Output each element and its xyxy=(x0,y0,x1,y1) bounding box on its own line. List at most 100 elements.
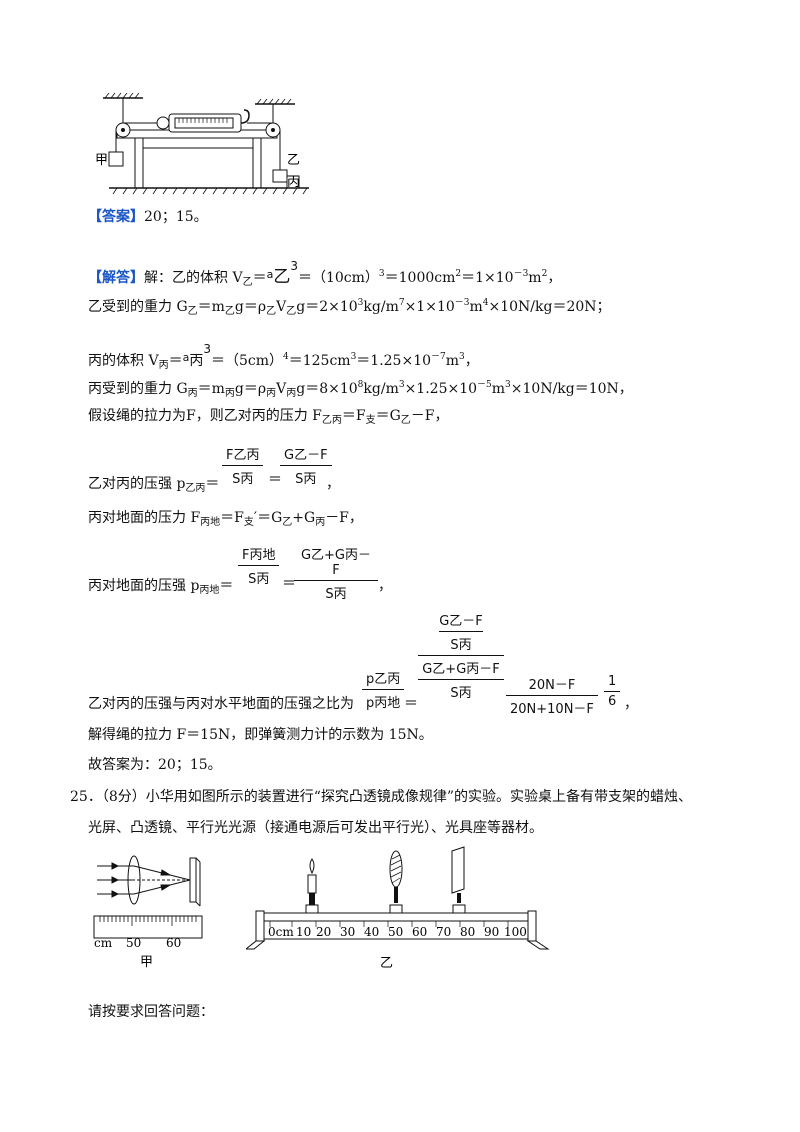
text: ＝125cm xyxy=(288,353,351,369)
tick-label: 90 xyxy=(484,925,499,939)
fraction-bar xyxy=(222,465,264,466)
text: －F， xyxy=(410,408,449,424)
label-bing: 丙 xyxy=(287,175,300,190)
text: kg/m xyxy=(363,299,399,315)
equals: ＝ xyxy=(282,576,296,592)
text: g＝8×10 xyxy=(296,381,358,397)
subscript: 乙 xyxy=(242,277,253,288)
analysis-line-5: 假设绳的拉力为F，则乙对丙的压力 F乙丙＝F支＝G乙－F， xyxy=(88,406,449,431)
symbol-bing: 丙 xyxy=(189,353,204,369)
numerator: G乙－F xyxy=(439,614,483,629)
answer-tag: 【答案】 xyxy=(88,209,144,225)
subscript: 丙地 xyxy=(199,585,220,596)
superscript: 8 xyxy=(357,380,364,390)
analysis-line-3: 丙的体积 V丙＝a丙3＝（5cm）4＝125cm3＝1.25×10－7m3， xyxy=(88,339,479,376)
fraction-bar xyxy=(238,565,280,566)
superscript: 7 xyxy=(398,298,405,308)
numerator: G乙+G丙－F xyxy=(300,548,372,578)
numerator: F乙丙 xyxy=(226,448,260,463)
text: ＝m xyxy=(197,381,225,397)
symbol-a: a xyxy=(266,268,274,281)
text: ′＝G xyxy=(253,510,283,526)
denominator: p丙地 xyxy=(366,696,401,711)
superscript: 3 xyxy=(350,352,357,362)
numerator: 1 xyxy=(608,674,617,689)
answer-text: 20；15。 xyxy=(144,209,208,225)
caption-yi: 乙 xyxy=(380,956,393,971)
text: ×10N/kg＝10N， xyxy=(510,381,633,397)
numerator: 20N－F xyxy=(528,678,576,693)
numerator: p乙丙 xyxy=(366,672,401,687)
analysis-line-2: 乙受到的重力 G乙＝m乙g＝ρ乙V乙g＝2×103kg/m7×1×10－3m4×… xyxy=(88,293,611,322)
denominator: S丙 xyxy=(325,587,347,602)
text: 丙的体积 V xyxy=(88,353,159,369)
subscript: 丙 xyxy=(315,517,326,528)
answer-line: 【答案】20；15。 xyxy=(88,207,208,227)
question-25-line-1: 25．（8分）小华用如图所示的装置进行“探究凸透镜成像规律”的实验。实验桌上备有… xyxy=(70,789,693,805)
text: 乙对丙的压强 p xyxy=(88,476,186,492)
fraction-bar xyxy=(439,631,483,632)
text: g＝ρ xyxy=(234,381,267,397)
text: ＝（5cm） xyxy=(210,353,283,369)
text: ＝ xyxy=(252,270,267,286)
figure-pulley-setup: 甲 乙 丙 xyxy=(95,92,309,195)
text: 假设绳的拉力为F，则乙对丙的压力 F xyxy=(88,408,322,424)
text: ＝（10cm） xyxy=(297,270,379,286)
superscript: 2 xyxy=(455,269,462,279)
subscript: 丙 xyxy=(187,388,198,399)
text: m xyxy=(445,353,460,369)
label-jia: 甲 xyxy=(95,153,108,168)
text: m xyxy=(528,270,542,286)
fraction-f4: G乙+G丙－F S丙 xyxy=(294,544,378,602)
tick-label: 60 xyxy=(412,925,427,939)
analysis-line-9: 乙对丙的压强与丙对水平地面的压强之比为 xyxy=(88,694,354,714)
fraction-bar xyxy=(418,679,504,680)
tick-label: 40 xyxy=(364,925,379,939)
tick-label: 20 xyxy=(316,925,331,939)
numerator: G乙－F xyxy=(284,448,328,463)
subscript: 丙 xyxy=(224,388,235,399)
subscript: 丙地 xyxy=(200,517,221,528)
fraction-bar xyxy=(280,465,332,466)
fraction-f5: p乙丙 p丙地 xyxy=(362,668,405,711)
analysis-line-11: 故答案为：20；15。 xyxy=(88,757,222,773)
superscript: 3 xyxy=(357,298,364,308)
denominator: 6 xyxy=(608,694,617,709)
subscript: 丙 xyxy=(266,388,277,399)
text: V xyxy=(276,299,287,315)
text: ， xyxy=(547,270,562,286)
superscript: －7 xyxy=(431,352,446,362)
fraction-bar xyxy=(506,695,598,696)
fraction-bar-main xyxy=(418,655,504,656)
subscript: 乙丙 xyxy=(185,483,206,494)
symbol-z: 乙 xyxy=(273,267,291,287)
text: －F， xyxy=(325,510,363,526)
figure-lens-focus: cm 50 60 甲 xyxy=(93,855,203,970)
tick-label: cm xyxy=(94,936,113,950)
equals: ＝ xyxy=(268,472,282,488)
superscript: 3 xyxy=(459,352,465,362)
exponent: 3 xyxy=(203,342,211,356)
tick-label: 10 xyxy=(296,925,311,939)
figure-optical-bench: 0cm 10 20 30 40 50 60 70 80 90 100 乙 xyxy=(246,846,550,971)
text: 丙对地面的压力 F xyxy=(88,510,201,526)
denominator: S丙 xyxy=(248,572,270,587)
tick-label: 50 xyxy=(388,925,403,939)
text: ＝1.25×10 xyxy=(356,353,432,369)
text: kg/m xyxy=(363,381,399,397)
text: ＝ xyxy=(168,353,183,369)
fraction-f6: G乙－F S丙 G乙+G丙－F S丙 xyxy=(418,610,504,701)
superscript: 3 xyxy=(378,269,385,279)
denominator: S丙 xyxy=(450,638,472,653)
tick-label: 100 xyxy=(504,925,527,939)
tick-label: 60 xyxy=(166,936,181,950)
subscript: 乙 xyxy=(286,306,297,317)
comma: ， xyxy=(624,696,638,712)
exponent: 3 xyxy=(290,259,298,273)
text: 丙受到的重力 G xyxy=(88,381,188,397)
text: ＝ xyxy=(205,476,220,492)
text: ＝m xyxy=(197,299,225,315)
